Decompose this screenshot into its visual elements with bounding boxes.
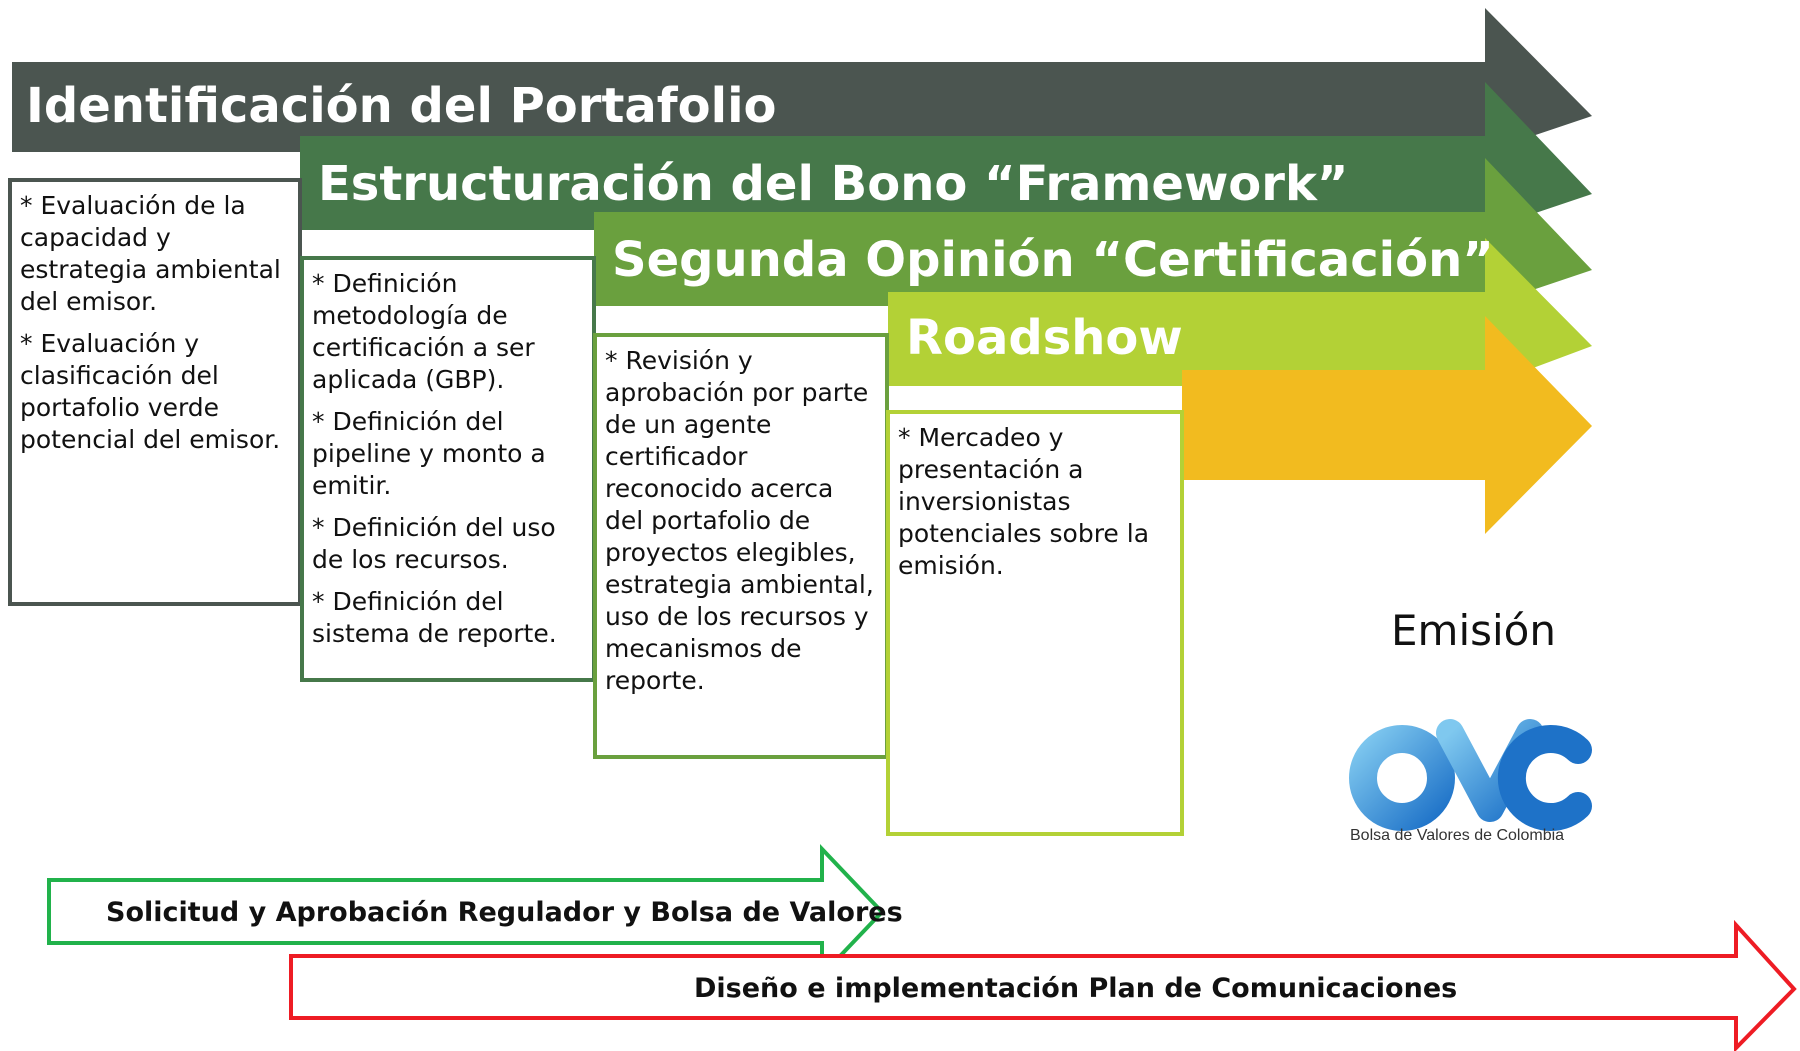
regulator-approval-arrow — [47, 844, 885, 980]
stage-arrow-estructuracion — [300, 82, 1592, 230]
stage-item: * Revisión y aprobación por parte de un … — [605, 346, 874, 695]
stage-item: * Definición del sistema de reporte. — [312, 587, 557, 648]
emision-label: Emisión — [1391, 606, 1556, 655]
stage-item: * Evaluación de la capacidad y estrategi… — [20, 191, 281, 316]
stage-item: * Definición del uso de los recursos. — [312, 513, 556, 574]
stage-description-segunda-opinion: * Revisión y aprobación por parte de un … — [593, 333, 889, 759]
stage-arrow-identificacion — [12, 8, 1592, 152]
communications-plan-arrow — [289, 919, 1797, 1051]
stage-arrow-roadshow — [888, 238, 1592, 386]
communications-plan-label: Diseño e implementación Plan de Comunica… — [694, 973, 1458, 1004]
stage-title-estructuracion: Estructuración del Bono “Framework” — [318, 156, 1349, 212]
stage-description-roadshow: * Mercadeo y presentación a inversionist… — [886, 410, 1184, 836]
stage-title-identificacion: Identificación del Portafolio — [26, 78, 777, 134]
stage-item: * Evaluación y clasificación del portafo… — [20, 329, 281, 454]
stage-item: * Mercadeo y presentación a inversionist… — [898, 423, 1150, 580]
emision-arrow — [1182, 316, 1592, 534]
stage-arrow-segunda-opinion — [594, 158, 1592, 306]
bvc-logo-subtitle: Bolsa de Valores de Colombia — [1350, 827, 1565, 844]
stage-description-estructuracion: * Definición metodología de certificació… — [300, 256, 596, 682]
stage-item: * Definición del pipeline y monto a emit… — [312, 407, 546, 500]
stage-title-roadshow: Roadshow — [906, 310, 1183, 366]
stage-title-segunda-opinion: Segunda Opinión “Certificación” — [612, 232, 1494, 288]
stage-description-identificacion: * Evaluación de la capacidad y estrategi… — [8, 178, 302, 606]
regulator-approval-label: Solicitud y Aprobación Regulador y Bolsa… — [106, 897, 903, 928]
stage-item: * Definición metodología de certificació… — [312, 269, 535, 394]
bvc-logo-icon — [1348, 668, 1592, 831]
